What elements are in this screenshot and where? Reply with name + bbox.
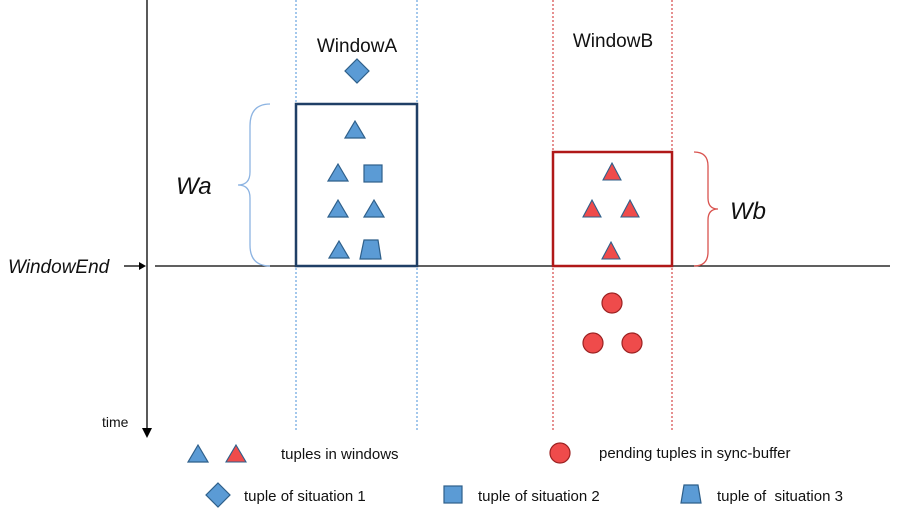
time-label: time	[102, 414, 129, 430]
window-b-box	[551, 150, 674, 268]
triangle-tuple	[362, 198, 386, 218]
window-a-width-label: Wa	[176, 173, 212, 200]
window-a-brace	[237, 103, 271, 267]
legend-square	[443, 485, 463, 504]
window-b-width-label: Wb	[730, 198, 766, 225]
triangle-tuple	[326, 162, 350, 182]
triangle-tuple	[343, 119, 367, 139]
window-b-title: WindowB	[573, 31, 653, 52]
triangle-tuple	[602, 161, 622, 181]
legend-diamond	[205, 482, 231, 508]
legend-situation-3: tuple of situation 3	[717, 488, 843, 505]
window-end-label: WindowEnd	[8, 257, 111, 278]
legend-red-triangle	[225, 443, 247, 463]
diamond-tuple-above-window-a	[344, 58, 370, 84]
window-a-title: WindowA	[317, 36, 398, 57]
time-axis-arrowhead	[142, 428, 152, 438]
legend-trapezoid	[680, 484, 702, 504]
pending-tuple	[601, 292, 623, 314]
pending-tuple	[582, 332, 604, 354]
legend-situation-1: tuple of situation 1	[244, 488, 366, 505]
triangle-tuple	[326, 198, 350, 218]
legend-situation-2: tuple of situation 2	[478, 488, 600, 505]
trapezoid-tuple	[359, 239, 382, 260]
square-tuple	[363, 164, 383, 183]
legend-tuples-in-windows: tuples in windows	[281, 446, 399, 463]
window-b-brace	[693, 151, 719, 267]
triangle-tuple	[327, 239, 351, 259]
legend-blue-triangle	[186, 443, 210, 463]
window-a-box	[294, 102, 419, 268]
legend-pending-tuples: pending tuples in sync-buffer	[599, 445, 791, 462]
triangle-tuple	[582, 198, 602, 218]
window-end-arrowhead	[139, 262, 146, 270]
legend-pending-circle	[549, 442, 571, 464]
pending-tuple	[621, 332, 643, 354]
triangle-tuple	[620, 198, 640, 218]
triangle-tuple	[601, 240, 621, 260]
